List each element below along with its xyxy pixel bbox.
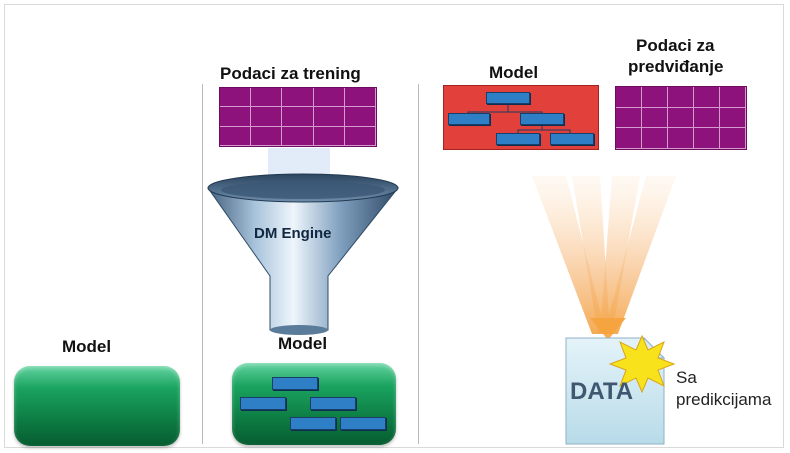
tree-node	[272, 377, 318, 390]
tree-node	[486, 92, 530, 104]
prediction-data-label-line2: predviđanje	[628, 57, 724, 76]
model-label-right: Model	[489, 63, 539, 82]
training-data-label: Podaci za trening	[220, 64, 361, 83]
tree-node	[448, 113, 490, 125]
training-data-table	[219, 87, 377, 147]
separator-left	[202, 84, 203, 444]
tree-node	[290, 417, 336, 430]
tree-node	[340, 417, 386, 430]
model-green-box-left	[14, 366, 180, 446]
tree-node	[496, 133, 540, 145]
separator-right	[418, 84, 419, 444]
light-beams-icon	[532, 176, 676, 340]
model-label-left: Model	[62, 337, 112, 356]
tree-node	[550, 133, 594, 145]
data-label: DATA	[570, 378, 634, 405]
with-predictions-label-line2: predikcijama	[676, 390, 772, 409]
starburst-icon	[608, 334, 676, 394]
tree-node	[240, 397, 286, 410]
model-label-center: Model	[278, 334, 328, 353]
prediction-data-table	[615, 86, 747, 150]
funnel-icon	[207, 173, 400, 335]
prediction-data-label-line1: Podaci za	[636, 36, 715, 55]
dm-engine-label: DM Engine	[254, 225, 332, 242]
tree-node	[520, 113, 564, 125]
diagram-frame	[4, 4, 784, 448]
with-predictions-label-line1: Sa	[676, 368, 697, 387]
tree-node	[310, 397, 356, 410]
